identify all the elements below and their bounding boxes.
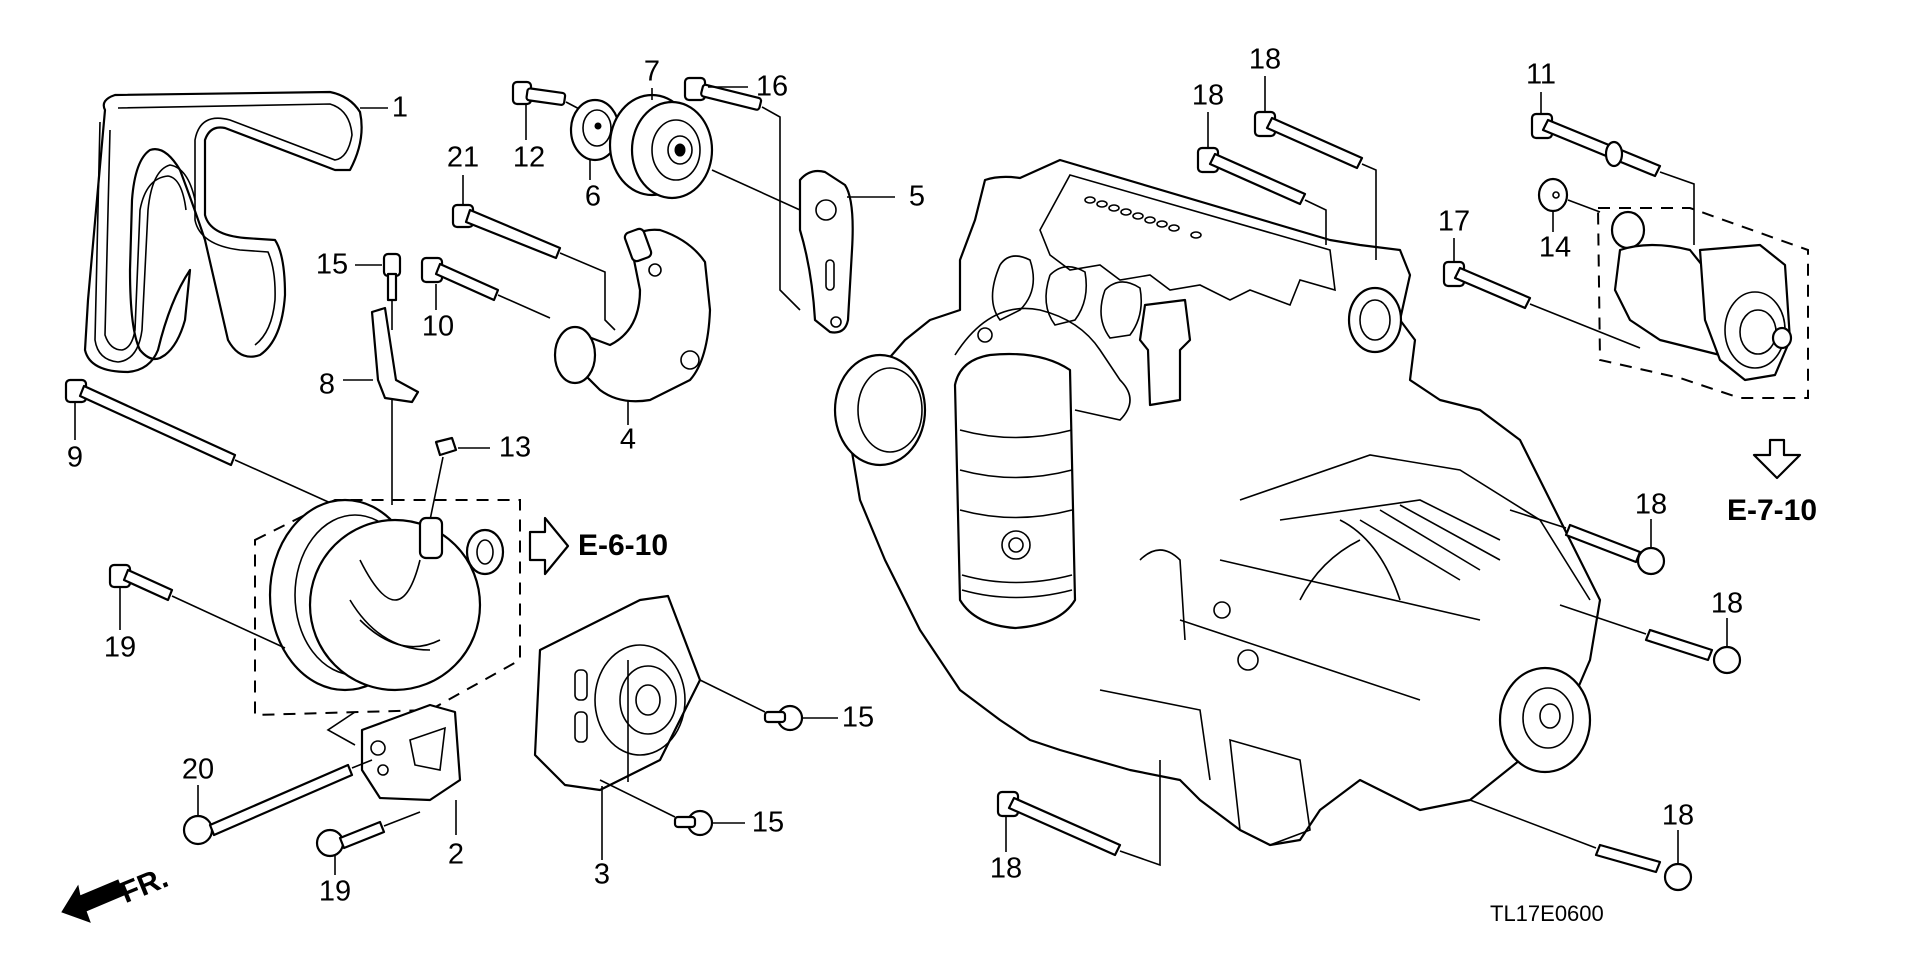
callout-15-upper[interactable]: 15 — [315, 248, 349, 281]
callout-15-cover-lower[interactable]: 15 — [751, 806, 785, 839]
nut-13-drawing[interactable] — [434, 436, 458, 457]
callout-12[interactable]: 12 — [512, 141, 546, 174]
callout-18-bottom-right[interactable]: 18 — [1661, 799, 1695, 832]
callout-15-cover-upper[interactable]: 15 — [841, 701, 875, 734]
starter-motor-drawing[interactable] — [1610, 210, 1793, 382]
starter-bolt-11-drawing[interactable] — [1530, 112, 1662, 178]
bolt-18-top-right-drawing[interactable] — [1253, 110, 1364, 170]
callout-18-right-upper[interactable]: 18 — [1634, 488, 1668, 521]
bolt-15-cover-upper-drawing[interactable] — [763, 704, 804, 732]
callout-1[interactable]: 1 — [391, 91, 409, 124]
callout-8[interactable]: 8 — [318, 368, 336, 401]
callout-7[interactable]: 7 — [643, 55, 661, 88]
bolt-15-upper-drawing[interactable] — [382, 252, 402, 302]
alternator-bracket-2-drawing[interactable] — [360, 703, 462, 802]
idler-pulley-7-drawing[interactable] — [608, 93, 714, 200]
bolt-15-cover-lower-drawing[interactable] — [673, 809, 714, 837]
bolt-18-bottom-right-drawing[interactable] — [1594, 843, 1693, 892]
bolt-18-bottom-left-drawing[interactable] — [996, 790, 1122, 857]
callout-18-right-middle[interactable]: 18 — [1710, 587, 1744, 620]
bolt-9-drawing[interactable] — [64, 378, 237, 467]
starter-nut-14-drawing[interactable] — [1537, 177, 1569, 213]
starter-bolt-17-drawing[interactable] — [1442, 260, 1532, 310]
callout-13[interactable]: 13 — [498, 431, 532, 464]
callout-18-top-right[interactable]: 18 — [1248, 43, 1282, 76]
callout-5[interactable]: 5 — [908, 180, 926, 213]
alternator-drawing[interactable] — [268, 498, 505, 692]
bolt-16-drawing[interactable] — [683, 76, 763, 111]
callout-9[interactable]: 9 — [66, 441, 84, 474]
callout-18-top-left[interactable]: 18 — [1191, 79, 1225, 112]
callout-4[interactable]: 4 — [619, 423, 637, 456]
ref-e-7-10-arrow[interactable] — [1752, 438, 1802, 480]
callout-11[interactable]: 11 — [1525, 58, 1557, 91]
bolt-12-drawing[interactable] — [511, 80, 567, 106]
engine-assembly-drawing[interactable] — [833, 158, 1602, 847]
callout-16[interactable]: 16 — [755, 70, 789, 103]
bolt-19-upper-drawing[interactable] — [108, 563, 174, 602]
callout-6[interactable]: 6 — [584, 180, 602, 213]
bolt-18-top-left-drawing[interactable] — [1196, 146, 1307, 206]
drive-belt-drawing[interactable] — [83, 90, 363, 374]
pulley-cover-3-drawing[interactable] — [533, 594, 702, 792]
bolt-21-drawing[interactable] — [451, 203, 562, 260]
diagram-code: TL17E0600 — [1490, 901, 1604, 926]
callout-19-lower[interactable]: 19 — [318, 875, 352, 908]
bolt-18-right-upper-drawing[interactable] — [1564, 523, 1666, 576]
callout-10[interactable]: 10 — [421, 310, 455, 343]
bolt-18-right-middle-drawing[interactable] — [1644, 628, 1742, 675]
callout-17[interactable]: 17 — [1437, 205, 1471, 238]
harness-bracket-8-drawing[interactable] — [370, 306, 420, 404]
callout-14[interactable]: 14 — [1538, 231, 1572, 264]
callout-19-upper[interactable]: 19 — [103, 631, 137, 664]
callout-20[interactable]: 20 — [181, 753, 215, 786]
callout-18-bottom-left[interactable]: 18 — [989, 852, 1023, 885]
front-direction-arrow — [61, 879, 125, 923]
bolt-19-lower-drawing[interactable] — [315, 820, 386, 858]
ref-e-6-10-arrow[interactable] — [528, 516, 570, 576]
auto-tensioner-4-drawing[interactable] — [553, 227, 712, 403]
callout-21[interactable]: 21 — [446, 141, 480, 174]
starter-group-boundary — [1596, 207, 1809, 399]
callout-3[interactable]: 3 — [593, 858, 611, 891]
bolt-10-drawing[interactable] — [420, 256, 500, 302]
ref-e-7-10-label[interactable]: E-7-10 — [1727, 494, 1818, 527]
idler-bracket-5-drawing[interactable] — [798, 169, 854, 334]
bolt-20-drawing[interactable] — [182, 763, 354, 846]
pulley-cover-6-drawing[interactable] — [569, 98, 621, 162]
ref-e-6-10-label[interactable]: E-6-10 — [578, 529, 669, 562]
callout-2[interactable]: 2 — [447, 838, 465, 871]
